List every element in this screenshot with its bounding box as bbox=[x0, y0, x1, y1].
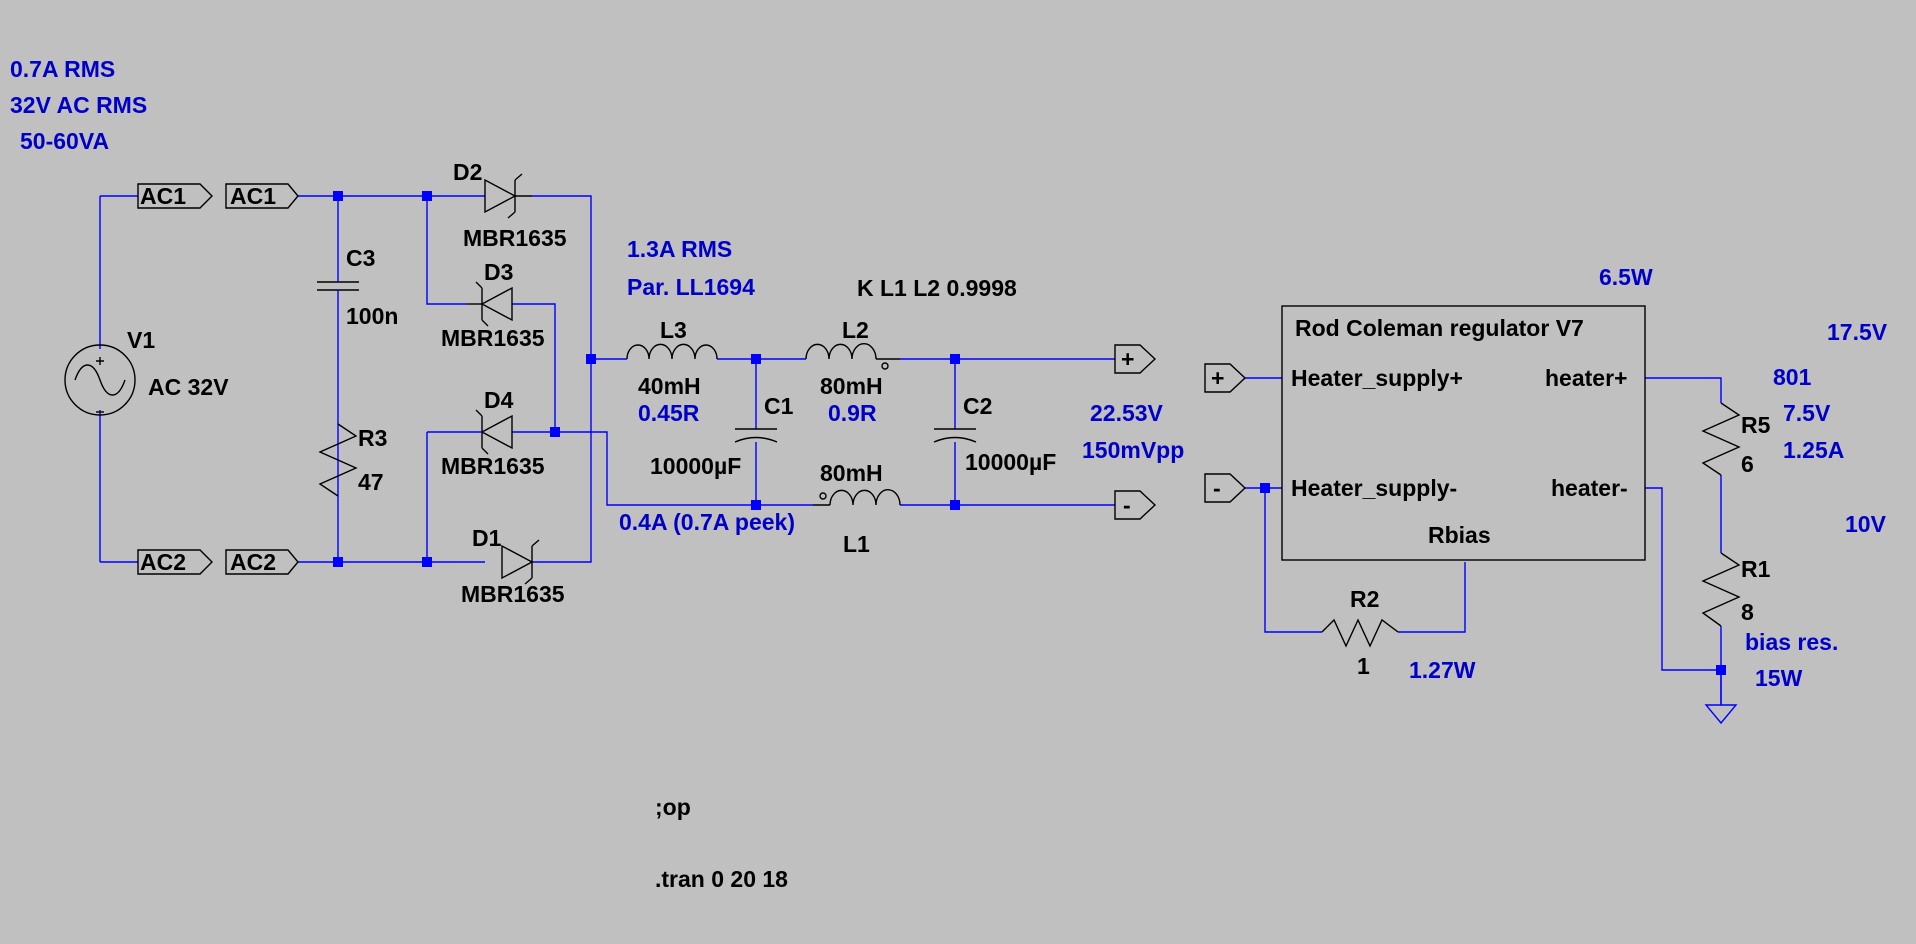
diode-d3: D3 MBR1635 bbox=[441, 259, 545, 351]
component-value: MBR1635 bbox=[441, 325, 545, 351]
diode-d4: D4 MBR1635 bbox=[427, 387, 545, 479]
annotation-801: 801 bbox=[1773, 364, 1812, 390]
component-value: 80mH bbox=[820, 460, 883, 486]
resistor-r2: R2 1 bbox=[1321, 586, 1399, 679]
component-ref: V1 bbox=[127, 327, 155, 353]
annotation-rect-current: 1.3A RMS bbox=[627, 236, 732, 262]
component-ref: R5 bbox=[1741, 412, 1771, 438]
component-ref: C2 bbox=[963, 393, 992, 419]
annotation-out-voltage: 22.53V bbox=[1090, 400, 1164, 426]
component-value: MBR1635 bbox=[461, 581, 565, 607]
annotation-v175: 17.5V bbox=[1827, 319, 1888, 345]
component-ref: R3 bbox=[358, 425, 387, 451]
annotation-out-ripple: 150mVpp bbox=[1082, 437, 1184, 463]
resistor-r3: R3 47 bbox=[318, 423, 387, 497]
component-ref: L2 bbox=[842, 317, 869, 343]
component-ref: L3 bbox=[660, 317, 687, 343]
net-port-out-plus: + bbox=[1114, 344, 1157, 374]
component-value: AC 32V bbox=[148, 374, 229, 400]
spice-directives: ;op .tran 0 20 18 bbox=[655, 794, 788, 892]
component-ref: L1 bbox=[843, 531, 870, 557]
component-ref: D3 bbox=[484, 259, 513, 285]
directive-op: ;op bbox=[655, 794, 691, 820]
annotation-bias-note: bias res. bbox=[1745, 629, 1838, 655]
capacitor-c3: C3 100n bbox=[317, 245, 398, 329]
resistor-r5: R5 6 bbox=[1701, 402, 1771, 477]
annotation-reg-power: 6.5W bbox=[1599, 264, 1653, 290]
annotation-bias-power: 15W bbox=[1755, 665, 1803, 691]
annotation-v10: 10V bbox=[1845, 511, 1887, 537]
component-value: 10000µF bbox=[965, 449, 1056, 475]
net-port-ac1-right: AC1 bbox=[225, 183, 299, 209]
port-label: + bbox=[1121, 346, 1134, 372]
annotation-ac-current: 0.7A RMS bbox=[10, 56, 115, 82]
pin-supply-plus: Heater_supply+ bbox=[1291, 365, 1463, 391]
diode-d2: D2 MBR1635 bbox=[453, 159, 567, 251]
port-label: + bbox=[1211, 365, 1224, 391]
pin-rbias: Rbias bbox=[1428, 522, 1491, 548]
junctions bbox=[333, 191, 1726, 675]
coupling-directive: K L1 L2 0.9998 bbox=[857, 275, 1017, 301]
inductor-l3: L3 40mH 0.45R bbox=[626, 317, 718, 426]
net-port-out-minus: - bbox=[1114, 490, 1157, 520]
component-value: 40mH bbox=[638, 373, 701, 399]
component-ref: R2 bbox=[1350, 586, 1379, 612]
component-value: 6 bbox=[1741, 451, 1754, 477]
component-ref: C1 bbox=[764, 393, 794, 419]
component-value: 1 bbox=[1357, 653, 1370, 679]
regulator-title: Rod Coleman regulator V7 bbox=[1295, 315, 1584, 341]
inductor-resistance: 0.9R bbox=[828, 400, 877, 426]
port-label: - bbox=[1213, 475, 1221, 501]
port-label: AC2 bbox=[230, 549, 276, 575]
net-port-ac2-left: AC2 bbox=[137, 549, 213, 575]
annotation-i125: 1.25A bbox=[1783, 437, 1844, 463]
regulator-block: Rod Coleman regulator V7 Heater_supply+ … bbox=[1281, 305, 1646, 561]
component-value: 80mH bbox=[820, 373, 883, 399]
diode-d1: D1 MBR1635 bbox=[461, 525, 565, 607]
component-ref: D2 bbox=[453, 159, 482, 185]
component-ref: D1 bbox=[472, 525, 502, 551]
inductor-resistance: 0.45R bbox=[638, 400, 700, 426]
component-ref: C3 bbox=[346, 245, 375, 271]
annotation-v75: 7.5V bbox=[1783, 400, 1831, 426]
component-value: 100n bbox=[346, 303, 398, 329]
pin-heater-plus: heater+ bbox=[1545, 365, 1627, 391]
annotation-ac-voltage: 32V AC RMS bbox=[10, 92, 147, 118]
capacitor-c1: C1 10000µF bbox=[650, 393, 794, 479]
annotation-r2-power: 1.27W bbox=[1409, 657, 1476, 683]
resistor-r1: R1 8 bbox=[1701, 552, 1771, 627]
capacitor-c2: C2 10000µF bbox=[933, 393, 1056, 475]
net-port-ac1-left: AC1 bbox=[137, 183, 213, 209]
component-value: MBR1635 bbox=[441, 453, 545, 479]
component-value: MBR1635 bbox=[463, 225, 567, 251]
annotation-rect-part: Par. LL1694 bbox=[627, 274, 755, 300]
annotations: 0.7A RMS 32V AC RMS 50-60VA 1.3A RMS Par… bbox=[10, 56, 1888, 691]
component-ref: R1 bbox=[1741, 556, 1771, 582]
annotation-ac-power: 50-60VA bbox=[20, 128, 109, 154]
component-ref: D4 bbox=[484, 387, 514, 413]
net-port-in-minus: - bbox=[1204, 473, 1247, 503]
component-value: 10000µF bbox=[650, 453, 741, 479]
port-label: AC1 bbox=[140, 183, 186, 209]
port-label: - bbox=[1123, 492, 1131, 518]
directive-tran: .tran 0 20 18 bbox=[655, 866, 788, 892]
pin-heater-minus: heater- bbox=[1551, 475, 1628, 501]
voltage-source-v1: V1 AC 32V bbox=[64, 327, 229, 416]
pin-supply-minus: Heater_supply- bbox=[1291, 475, 1457, 501]
component-value: 8 bbox=[1741, 599, 1754, 625]
inductor-l1: 80mH L1 bbox=[813, 460, 901, 557]
inductor-l2: L2 80mH 0.9R bbox=[805, 317, 900, 426]
annotation-l1-current: 0.4A (0.7A peek) bbox=[619, 509, 795, 535]
net-port-in-plus: + bbox=[1204, 363, 1247, 393]
port-label: AC2 bbox=[140, 549, 186, 575]
component-value: 47 bbox=[358, 469, 384, 495]
net-port-ac2-right: AC2 bbox=[225, 549, 299, 575]
port-label: AC1 bbox=[230, 183, 276, 209]
